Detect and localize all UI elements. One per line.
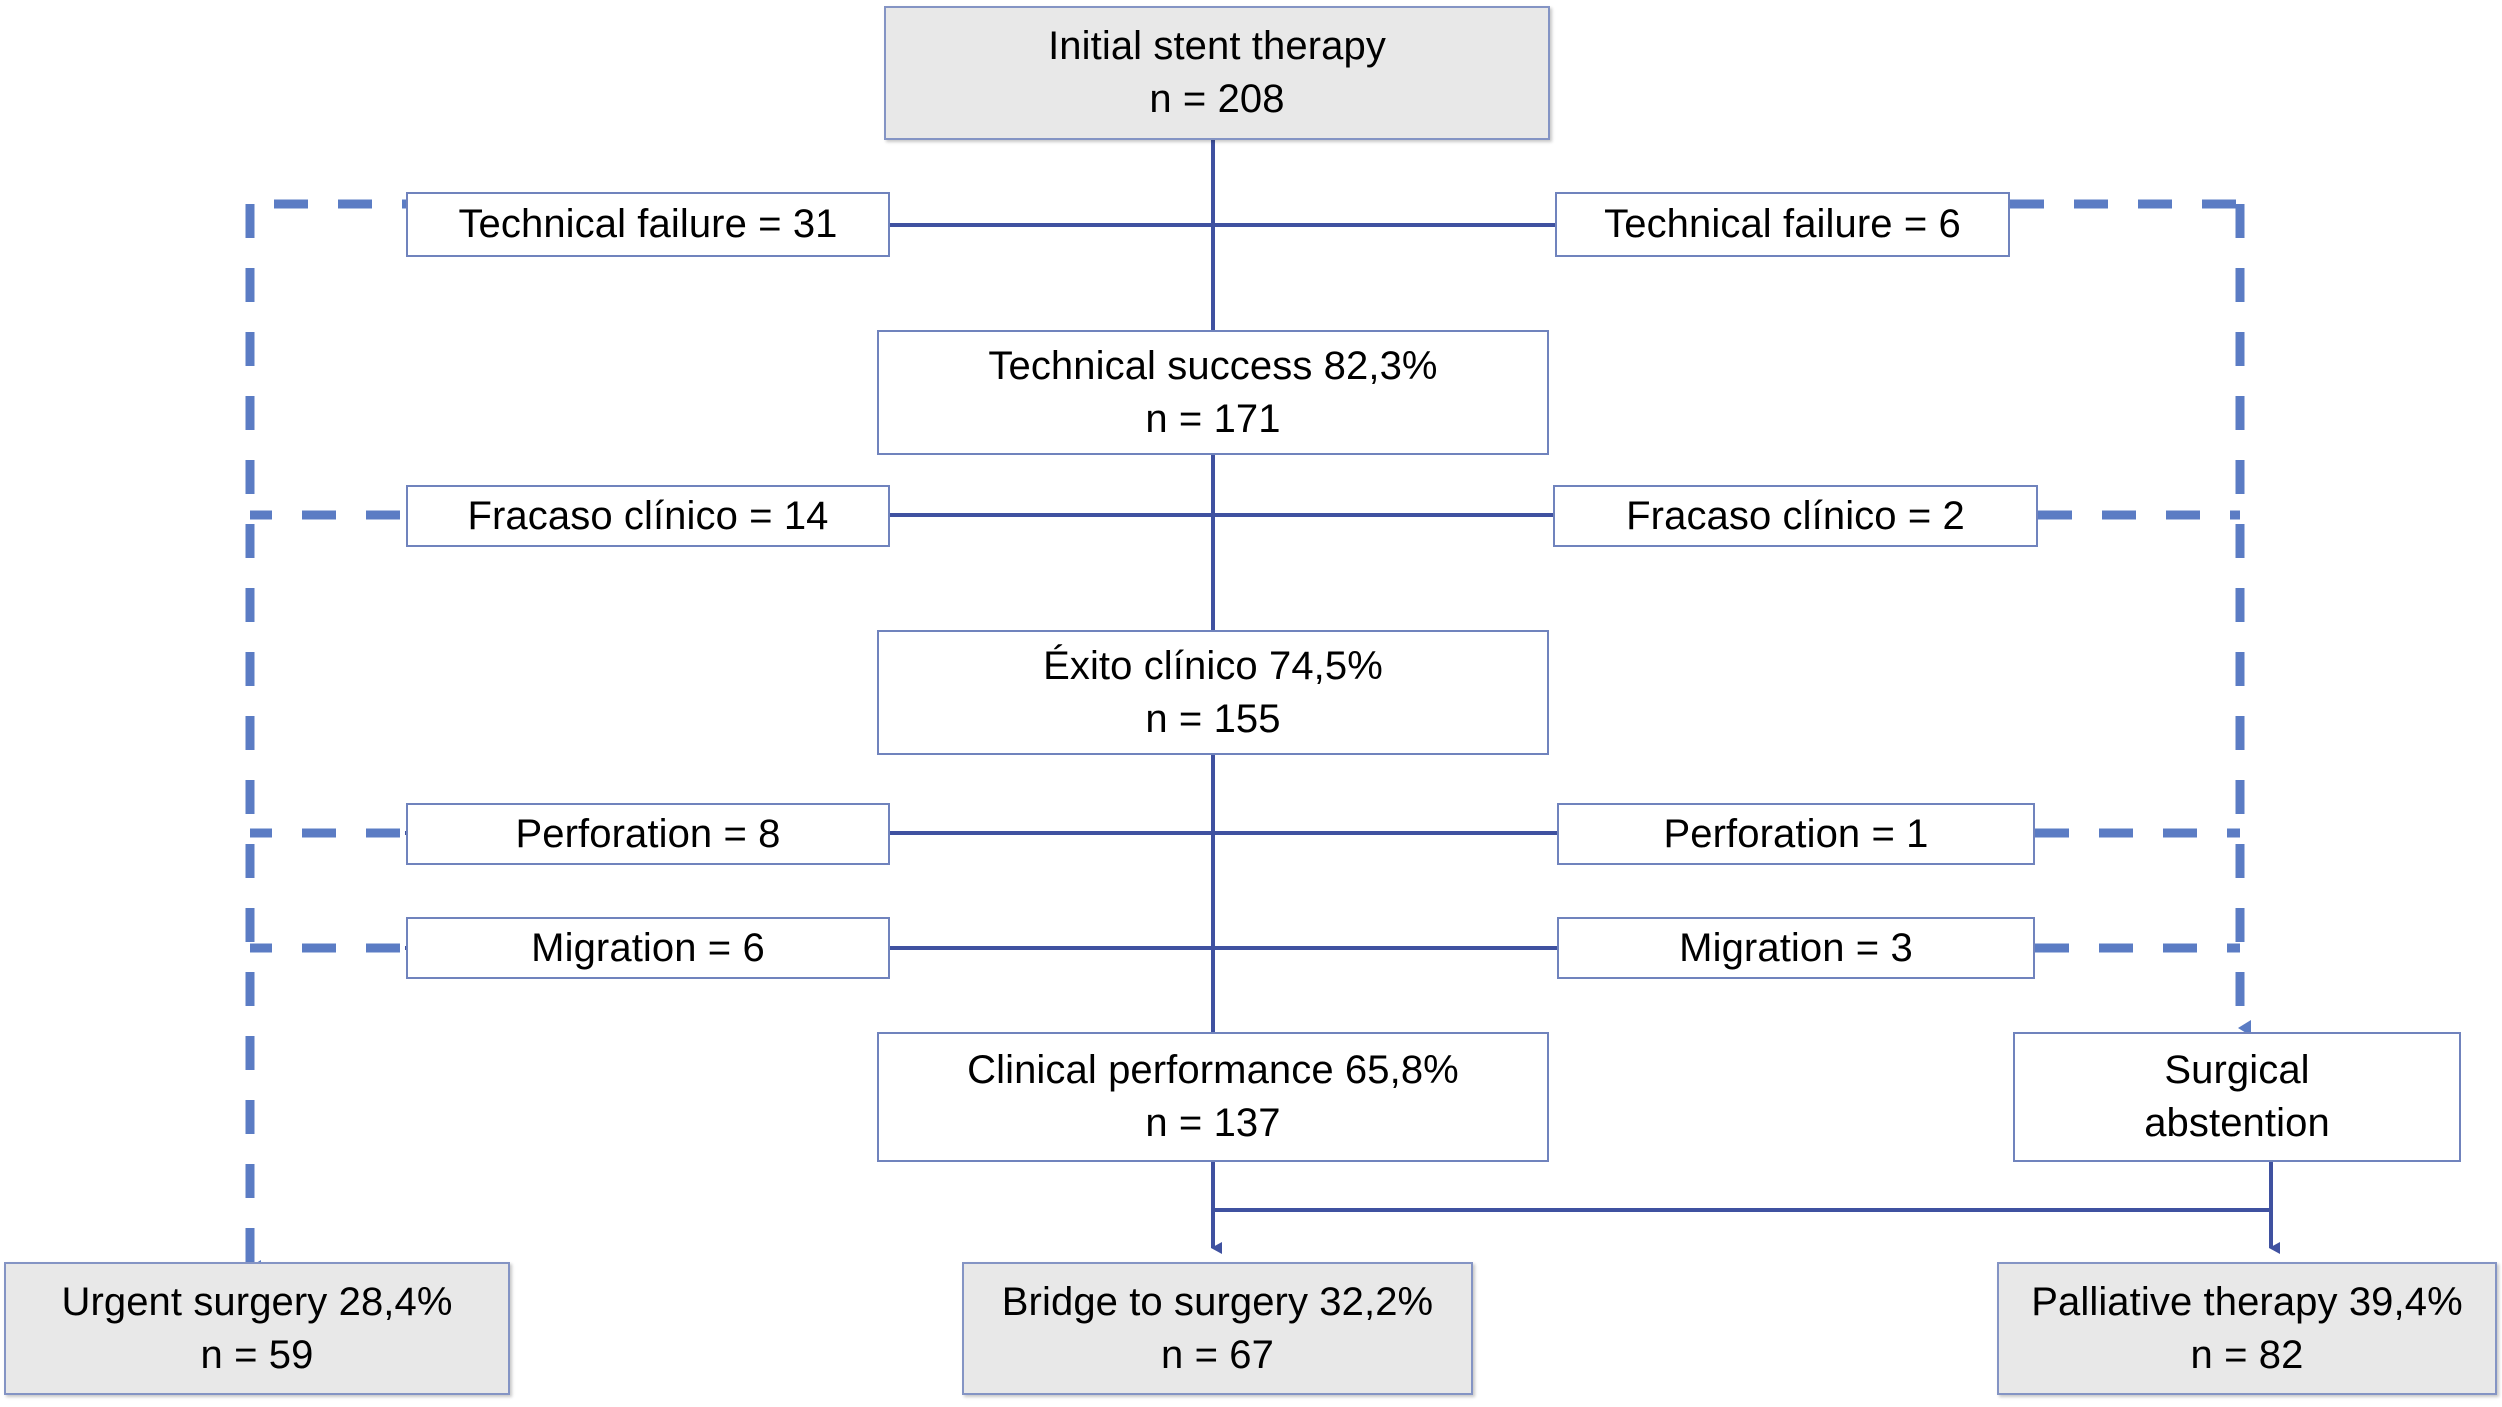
node-clinical-success[interactable]: Éxito clínico 74,5% n = 155 [877,630,1549,755]
node-line-1: Perforation = 1 [1663,811,1929,856]
node-perforation-left[interactable]: Perforation = 8 [406,803,890,865]
node-technical-failure-left[interactable]: Technical failure = 31 [406,192,890,257]
node-migration-right[interactable]: Migration = 3 [1557,917,2035,979]
dashed-left-route [245,199,436,1276]
node-line-1: Palliative therapy 39,4% [2031,1279,2463,1324]
node-line-1: Urgent surgery 28,4% [61,1279,453,1324]
node-line-2: n = 82 [2190,1332,2304,1377]
node-line-1: Éxito clínico 74,5% [1043,643,1383,688]
node-line-2: n = 137 [1145,1101,1281,1145]
node-line-1: Initial stent therapy [1048,24,1386,69]
node-line-2: abstention [2144,1101,2330,1145]
node-surgical-abstention[interactable]: Surgical abstention [2013,1032,2461,1162]
node-line-1: Fracaso clínico = 2 [1626,493,1965,538]
node-line-2: n = 155 [1145,696,1281,741]
node-clinical-failure-right[interactable]: Fracaso clínico = 2 [1553,485,2038,547]
node-line-1: Technical failure = 31 [458,202,838,247]
solid-bottom-connectors [1211,1162,2280,1254]
node-line-1: Technical failure = 6 [1604,202,1961,247]
node-clinical-failure-left[interactable]: Fracaso clínico = 14 [406,485,890,547]
dashed-right-route [2010,199,2251,1036]
node-line-1: Perforation = 8 [515,811,781,856]
node-clinical-performance[interactable]: Clinical performance 65,8% n = 137 [877,1032,1549,1162]
node-line-2: n = 171 [1145,396,1281,441]
node-perforation-right[interactable]: Perforation = 1 [1557,803,2035,865]
node-line-2: n = 59 [200,1332,314,1377]
node-line-1: Fracaso clínico = 14 [467,493,829,538]
node-migration-left[interactable]: Migration = 6 [406,917,890,979]
node-line-1: Migration = 6 [531,925,765,970]
solid-trunk [405,140,1557,1032]
node-technical-success[interactable]: Technical success 82,3% n = 171 [877,330,1549,455]
node-bridge-to-surgery[interactable]: Bridge to surgery 32,2% n = 67 [962,1262,1473,1395]
node-line-1: Bridge to surgery 32,2% [1001,1279,1434,1324]
node-technical-failure-right[interactable]: Technical failure = 6 [1555,192,2010,257]
node-line-1: Clinical performance 65,8% [967,1048,1459,1093]
node-palliative-therapy[interactable]: Palliative therapy 39,4% n = 82 [1997,1262,2497,1395]
node-initial-stent-therapy[interactable]: Initial stent therapy n = 208 [884,6,1550,140]
node-line-1: Technical success 82,3% [988,343,1438,388]
node-line-2: n = 208 [1149,77,1285,121]
node-line-1: Migration = 3 [1679,925,1913,970]
node-line-1: Surgical [2164,1048,2310,1093]
node-urgent-surgery[interactable]: Urgent surgery 28,4% n = 59 [4,1262,510,1395]
node-line-2: n = 67 [1161,1332,1274,1377]
